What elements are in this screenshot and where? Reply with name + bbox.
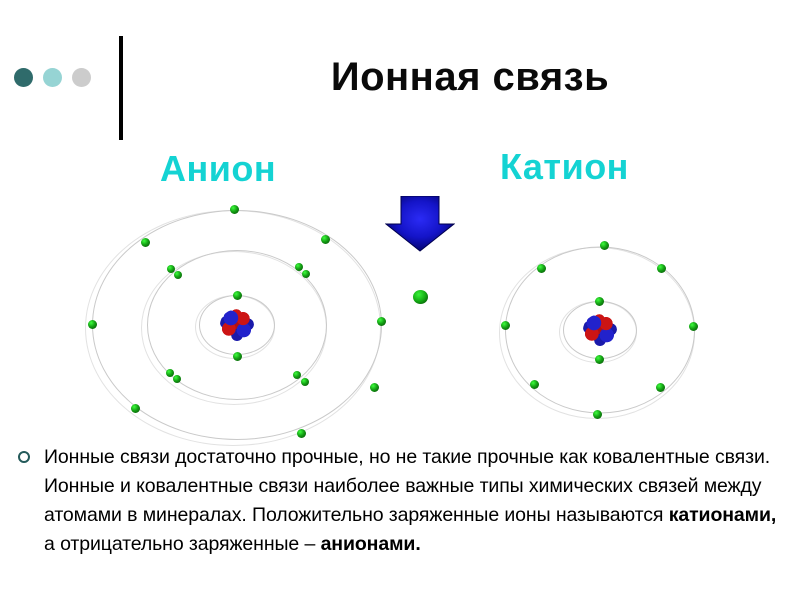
dot-dark-teal-icon xyxy=(14,68,33,87)
anion-electron xyxy=(295,263,303,271)
body-paragraph: Ионные связи достаточно прочные, но не т… xyxy=(44,443,792,559)
anion-electron xyxy=(140,237,150,247)
body-text-emphasis: катионами, xyxy=(668,504,777,526)
body-bullet-block: Ионные связи достаточно прочные, но не т… xyxy=(12,443,792,559)
title-vertical-rule xyxy=(119,36,123,140)
anion-electron xyxy=(87,319,97,329)
anion-electron xyxy=(293,371,301,379)
anion-electron xyxy=(302,270,310,278)
anion-electron xyxy=(232,290,242,300)
anion-electron xyxy=(174,271,182,279)
free-electron-icon xyxy=(412,290,428,304)
cation-electron xyxy=(536,263,546,273)
anion-electron xyxy=(301,378,309,386)
anion-electron xyxy=(296,428,306,438)
dot-light-teal-icon xyxy=(43,68,62,87)
anion-label: Анион xyxy=(160,148,277,189)
cation-electron xyxy=(656,263,666,273)
anion-electron xyxy=(376,316,386,326)
bullet-circle-icon xyxy=(18,451,30,463)
anion-electron xyxy=(229,204,239,214)
transfer-arrow-icon xyxy=(384,195,456,252)
anion-middle-shell xyxy=(147,250,327,400)
page-title: Ионная связь xyxy=(330,55,610,99)
anion-electron xyxy=(173,375,181,383)
cation-electron xyxy=(688,321,698,331)
cation-electron xyxy=(594,354,604,364)
cation-electron xyxy=(529,379,539,389)
anion-electron xyxy=(167,265,175,273)
dot-gray-icon xyxy=(72,68,91,87)
anion-nucleus xyxy=(220,309,254,341)
anion-electron xyxy=(130,403,140,413)
anion-electron xyxy=(369,382,379,392)
body-text-run: Ионные связи достаточно прочные, но не т… xyxy=(44,446,771,526)
anion-electron xyxy=(320,234,330,244)
cation-electron xyxy=(655,382,665,392)
cation-label: Катион xyxy=(500,146,629,187)
cation-electron xyxy=(500,320,510,330)
anion-electron xyxy=(166,369,174,377)
decorative-dots xyxy=(14,68,91,87)
cation-electron xyxy=(599,240,609,250)
cation-nucleus xyxy=(583,314,617,346)
body-text-run: а отрицательно заряженные – xyxy=(44,533,321,555)
cation-electron xyxy=(594,296,604,306)
body-text-emphasis: анионами. xyxy=(320,533,421,555)
anion-electron xyxy=(232,351,242,361)
cation-electron xyxy=(592,409,602,419)
